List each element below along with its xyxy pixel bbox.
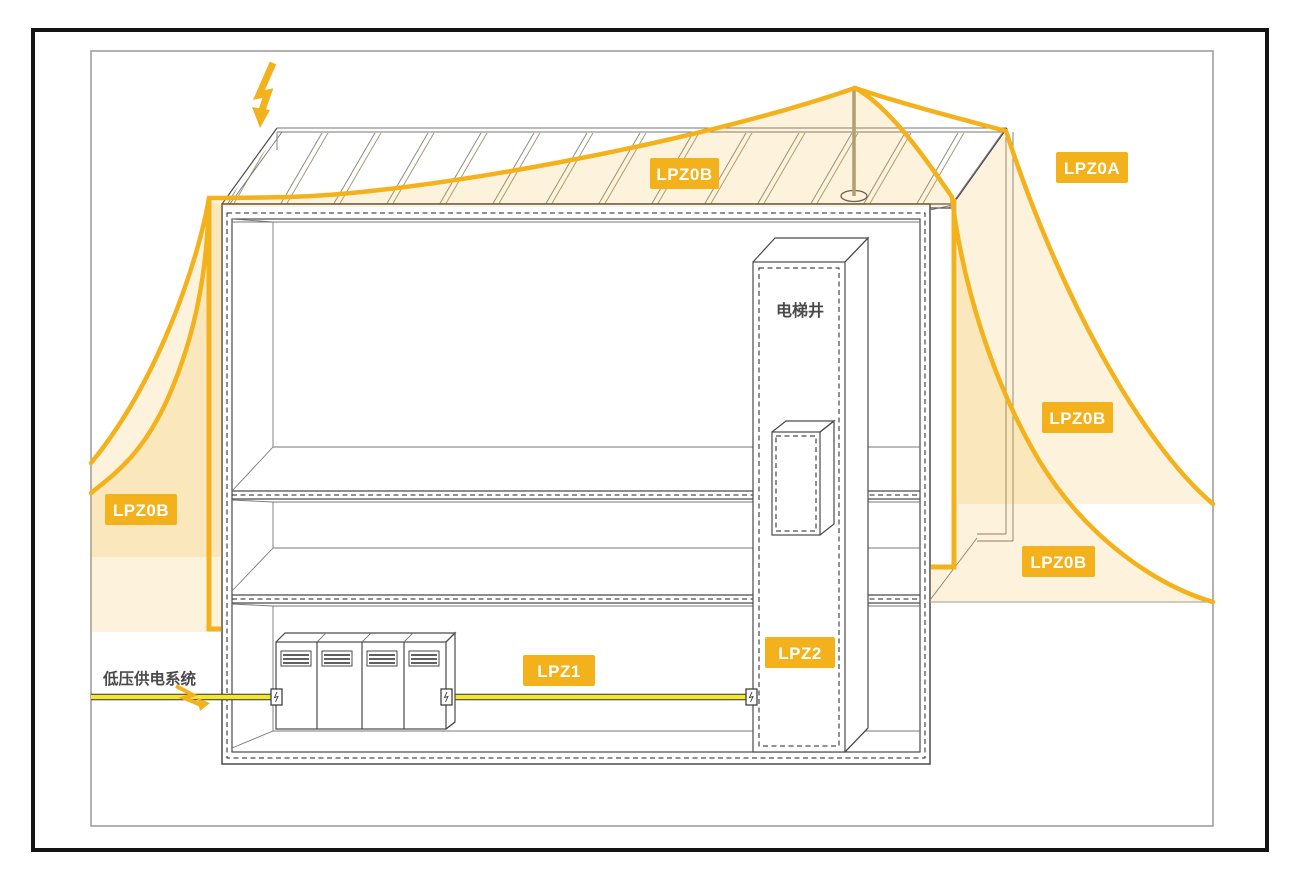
building-shield-dashed bbox=[226, 212, 926, 759]
badge-lpz2-label: LPZ2 bbox=[778, 644, 822, 663]
spd-icon bbox=[270, 688, 283, 706]
badge-lpz0b-left-label: LPZ0B bbox=[113, 501, 169, 520]
equipment-cabinets bbox=[275, 631, 457, 730]
badge-lpz0b-right-upper-label: LPZ0B bbox=[1049, 409, 1105, 428]
power-system-label: 低压供电系统 bbox=[102, 669, 197, 688]
elevator-shaft bbox=[752, 236, 870, 753]
back-right-wall bbox=[929, 132, 1213, 603]
badge-lpz2: LPZ2 bbox=[765, 637, 835, 668]
badge-lpz1: LPZ1 bbox=[523, 655, 595, 686]
cabinet-vents bbox=[280, 650, 440, 667]
down-conductors bbox=[206, 199, 957, 632]
elevator-car bbox=[771, 419, 836, 536]
badges: LPZ0B LPZ0A LPZ0B LPZ0B LPZ0B LPZ1 LPZ2 bbox=[105, 152, 1128, 686]
badge-lpz0b-right-lower-label: LPZ0B bbox=[1030, 553, 1086, 572]
zone-curves bbox=[88, 85, 1216, 605]
badge-lpz1-label: LPZ1 bbox=[537, 662, 581, 681]
badge-lpz0b-roof-label: LPZ0B bbox=[656, 165, 712, 184]
spd-boxes bbox=[270, 688, 758, 706]
spd-icon bbox=[440, 688, 453, 706]
right-down-conductor bbox=[931, 199, 957, 570]
badge-lpz0b-left: LPZ0B bbox=[105, 494, 177, 525]
badge-lpz0a-label: LPZ0A bbox=[1064, 159, 1120, 178]
spd-icon bbox=[745, 688, 758, 706]
badge-lpz0b-right-lower: LPZ0B bbox=[1022, 546, 1095, 577]
badge-lpz0a: LPZ0A bbox=[1056, 152, 1128, 183]
badge-lpz0b-right-upper: LPZ0B bbox=[1042, 402, 1113, 433]
left-down-conductor bbox=[206, 199, 221, 632]
building-inner-wall bbox=[231, 218, 921, 753]
surge-break-icon bbox=[175, 684, 210, 711]
air-terminal-icon bbox=[840, 87, 868, 203]
lightning-strike-icon bbox=[252, 61, 277, 128]
badge-lpz0b-roof: LPZ0B bbox=[650, 158, 719, 189]
elevator-shaft-label: 电梯井 bbox=[776, 301, 824, 320]
